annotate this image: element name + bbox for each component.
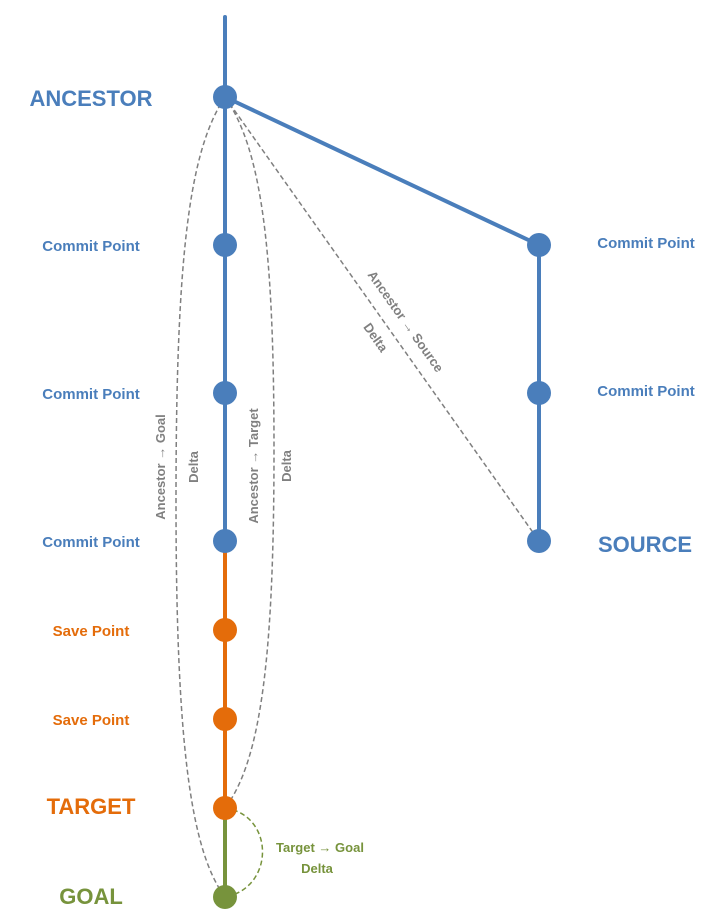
delta-labels: Ancestor → Source Delta Ancestor → Goal … — [153, 268, 447, 876]
save-point-label-2: Save Point — [53, 712, 130, 729]
save-node-2 — [213, 707, 237, 731]
delta-curves — [175, 96, 540, 898]
source-commit-point-label-2: Commit Point — [597, 383, 695, 400]
ancestor-target-delta-line2: Delta — [279, 449, 294, 482]
node-labels: ANCESTOR Commit Point Commit Point Commi… — [29, 86, 694, 909]
source-commit-point-label-1: Commit Point — [597, 235, 695, 252]
target-goal-delta-line2: Delta — [301, 861, 334, 876]
source-node — [527, 529, 551, 553]
ancestor-source-delta-line1: Ancestor → Source — [365, 268, 447, 375]
nodes — [213, 85, 551, 909]
source-commit-node-1 — [527, 233, 551, 257]
commit-node-1 — [213, 233, 237, 257]
commit-node-2 — [213, 381, 237, 405]
target-goal-curve — [224, 807, 264, 898]
target-node — [213, 796, 237, 820]
commit-node-3 — [213, 529, 237, 553]
save-point-label-1: Save Point — [53, 623, 130, 640]
goal-node — [213, 885, 237, 909]
target-label: TARGET — [47, 794, 136, 819]
ancestor-source-curve — [224, 96, 540, 542]
ancestor-goal-delta-line1: Ancestor → Goal — [153, 414, 168, 519]
commit-point-label-2: Commit Point — [42, 386, 140, 403]
commit-point-label-3: Commit Point — [42, 534, 140, 551]
ancestor-label: ANCESTOR — [29, 86, 152, 111]
goal-label: GOAL — [59, 884, 123, 909]
ancestor-node — [213, 85, 237, 109]
ancestor-goal-delta-line2: Delta — [186, 450, 201, 483]
source-label: SOURCE — [598, 532, 692, 557]
ancestor-target-curve — [224, 96, 275, 809]
target-goal-delta-line1: Target → Goal — [276, 840, 364, 855]
ancestor-goal-curve — [175, 96, 226, 898]
ancestor-source-delta-line2: Delta — [360, 320, 391, 355]
branch-lines — [223, 15, 541, 899]
source-commit-node-2 — [527, 381, 551, 405]
save-node-1 — [213, 618, 237, 642]
source-branch-line — [223, 95, 541, 247]
ancestor-target-delta-line1: Ancestor → Target — [246, 408, 261, 524]
commit-point-label-1: Commit Point — [42, 238, 140, 255]
